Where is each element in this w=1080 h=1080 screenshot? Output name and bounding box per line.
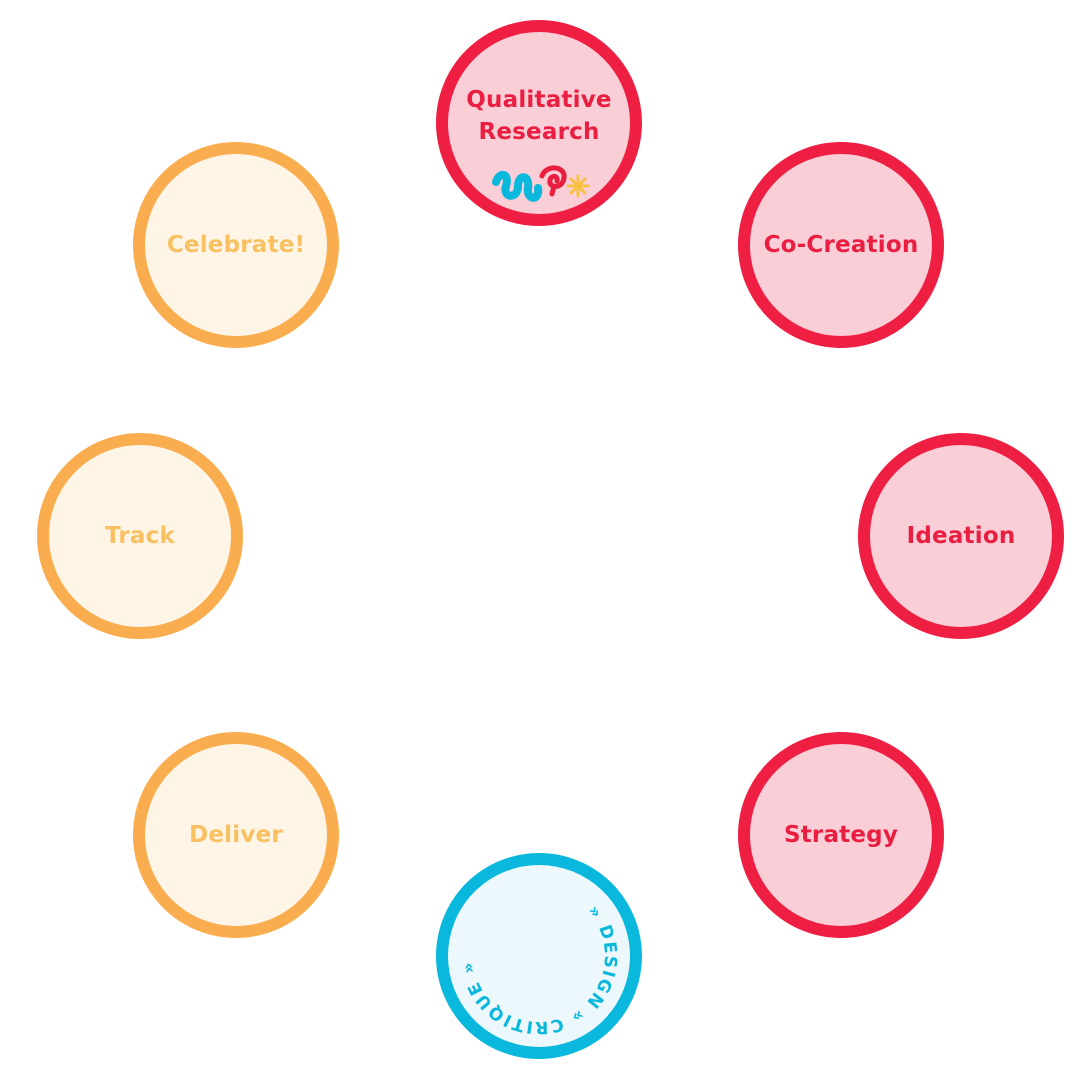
celebrate-node[interactable]: Celebrate! [133, 142, 339, 348]
celebrate-label: Celebrate! [166, 232, 306, 258]
ideation-node[interactable]: Ideation [858, 433, 1064, 639]
iteration-loop-node[interactable]: » DESIGN » CRITIQUE » REVISE » TEST [436, 853, 642, 1059]
strategy-node[interactable]: Strategy [738, 732, 944, 938]
swirl-icon [539, 165, 567, 197]
qualitative-research-label: Qualitative Research [466, 84, 611, 148]
track-label: Track [105, 523, 175, 549]
track-node[interactable]: Track [37, 433, 243, 639]
qualitative-research-line-1: Qualitative [466, 87, 612, 113]
co-creation-node[interactable]: Co-Creation [738, 142, 944, 348]
ideation-label: Ideation [906, 523, 1016, 549]
qualitative-research-node[interactable]: Qualitative Research [436, 20, 642, 226]
iteration-loop-ring-text: » DESIGN » CRITIQUE » REVISE » TEST [436, 853, 620, 1037]
deliver-label: Deliver [189, 822, 283, 848]
doodle-icons [492, 165, 590, 202]
strategy-label: Strategy [783, 822, 899, 848]
squiggle-icon [492, 170, 543, 202]
deliver-node[interactable]: Deliver [133, 732, 339, 938]
iteration-loop-ring: » DESIGN » CRITIQUE » REVISE » TEST [436, 853, 620, 1037]
co-creation-label: Co-Creation [763, 232, 919, 258]
qualitative-research-line-2: Research [478, 119, 600, 145]
